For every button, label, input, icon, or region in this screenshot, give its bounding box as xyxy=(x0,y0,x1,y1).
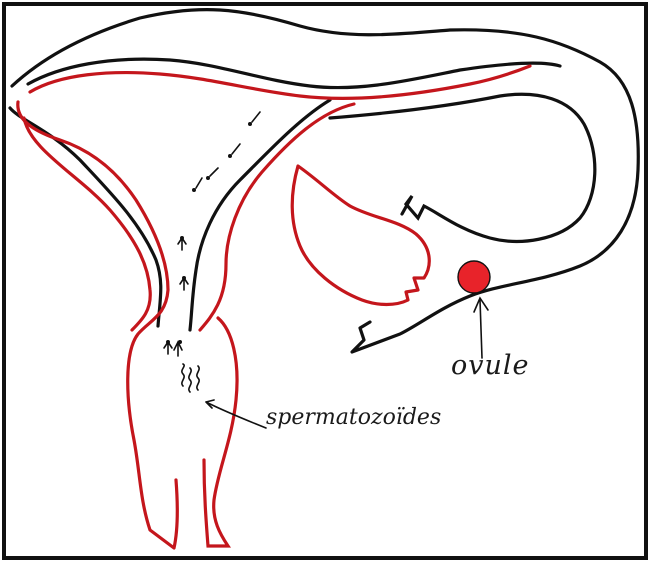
sperm-icon xyxy=(252,112,260,122)
sperm-icon xyxy=(197,366,199,390)
sperm-icon xyxy=(182,364,184,386)
sperm-heads xyxy=(166,122,252,344)
uterus-lining-red-left xyxy=(18,66,530,548)
ovule-label: ovule xyxy=(451,350,530,381)
sperm-icon xyxy=(196,178,202,188)
sperm-cells xyxy=(164,112,260,392)
tube-inner-dark xyxy=(330,94,595,241)
sperm-icon xyxy=(232,144,240,154)
uterus-left-dark-wall xyxy=(10,108,161,326)
ovule-pointer-arrow xyxy=(474,298,488,358)
sperm-icon xyxy=(174,342,182,356)
sperm-icon xyxy=(210,168,218,176)
spermatozoides-label: spermatozoïdes xyxy=(266,405,441,430)
tube-lining-red-right xyxy=(200,104,354,546)
cervix-right-dark xyxy=(190,100,330,330)
uterus-lining-red-inner xyxy=(24,118,150,330)
ovary-outline-red xyxy=(292,166,429,305)
sperm-icon xyxy=(189,368,191,392)
ovule-icon xyxy=(458,261,490,293)
